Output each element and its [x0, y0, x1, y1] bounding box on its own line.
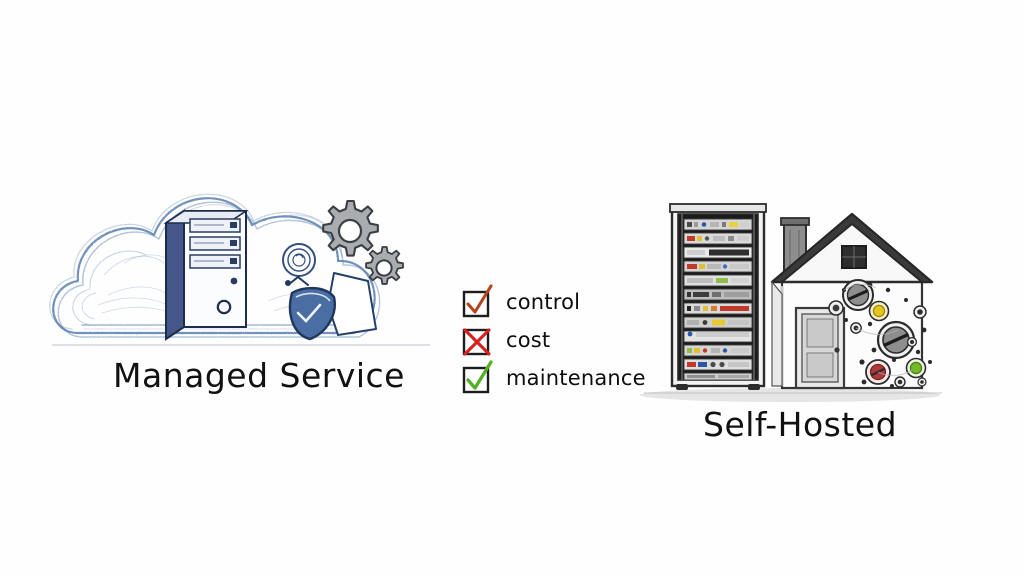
checkbox-maintenance[interactable] [462, 360, 493, 394]
checklist-item[interactable]: control [462, 283, 663, 321]
dial-yellow-icon[interactable] [868, 300, 890, 322]
attic-window-icon [841, 245, 867, 269]
server-rack-icon [669, 203, 767, 390]
checklist-label-cost: cost [506, 328, 551, 352]
managed-service-caption: Managed Service [113, 356, 405, 395]
front-door-icon[interactable] [794, 306, 846, 390]
checklist-item[interactable]: maintenance [462, 359, 663, 397]
server-tower-icon [163, 209, 249, 341]
shield-icon [285, 275, 336, 341]
check-mark-icon [466, 360, 493, 390]
checkbox-cost[interactable] [462, 327, 491, 356]
dials-cluster [828, 279, 932, 388]
door-knob-icon [834, 347, 840, 353]
self-hosted-illustration [630, 190, 960, 415]
cross-mark-icon [463, 328, 491, 356]
dial-green-icon[interactable] [905, 357, 927, 379]
check-mark-icon [466, 284, 493, 314]
gear-small-icon [365, 246, 404, 285]
house-icon [770, 212, 934, 390]
checklist-label-maintenance: maintenance [506, 366, 646, 390]
checklist-item[interactable]: cost [462, 321, 663, 359]
comparison-checklist: control cost maintenance [462, 283, 663, 397]
checkbox-control[interactable] [462, 284, 493, 318]
ground-shadow [640, 388, 940, 402]
lock-icon [282, 243, 316, 277]
gear-large-icon [322, 199, 379, 257]
managed-service-illustration [38, 155, 438, 405]
self-hosted-caption: Self-Hosted [703, 405, 898, 444]
checklist-label-control: control [506, 290, 581, 314]
cloud-with-server-icon [49, 193, 430, 346]
rack-and-house-icon [640, 203, 942, 402]
